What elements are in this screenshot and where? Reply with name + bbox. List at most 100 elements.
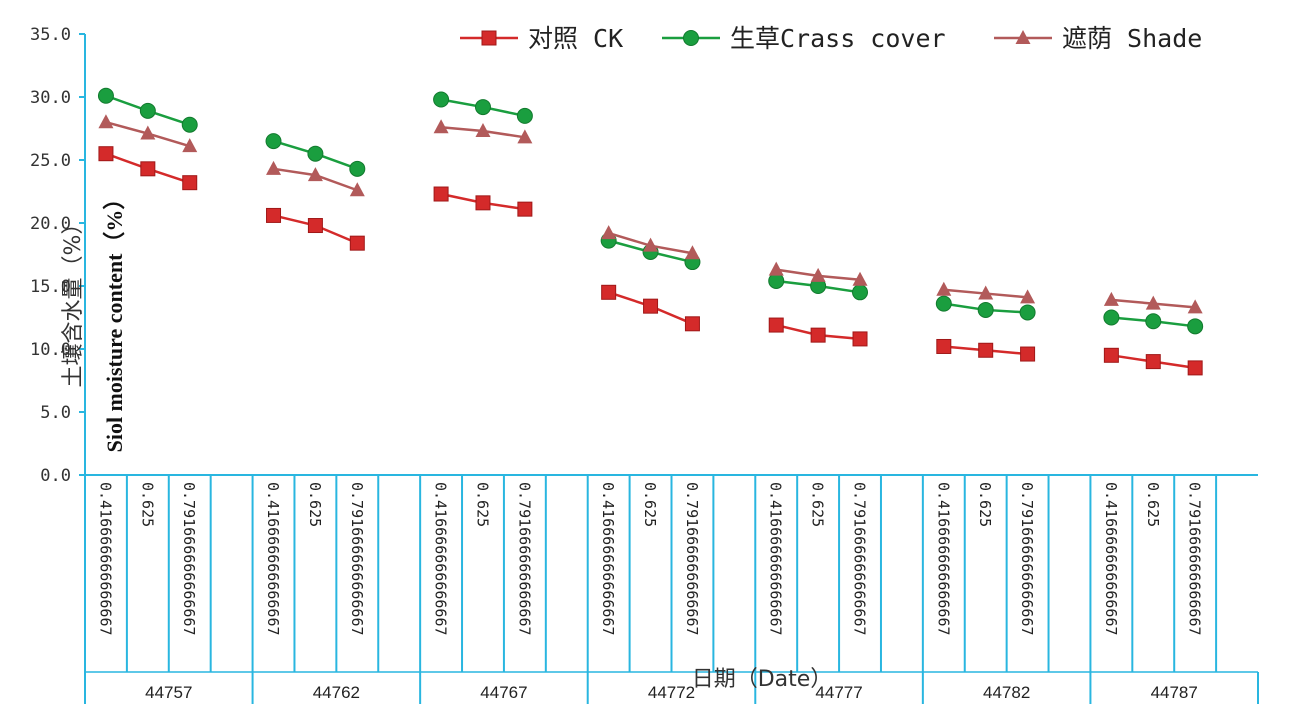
data-point <box>1020 346 1036 362</box>
data-point <box>768 272 785 289</box>
x-time-label: 0.416666666666667 <box>767 482 785 636</box>
y-tick-label: 30.0 <box>30 88 71 108</box>
data-point <box>433 186 449 202</box>
data-point <box>475 195 491 211</box>
data-point <box>643 237 659 252</box>
x-time-label: 0.791666666666667 <box>1186 482 1204 636</box>
data-point <box>1187 299 1203 314</box>
data-point <box>517 129 533 144</box>
data-point <box>265 133 282 150</box>
data-point <box>852 331 868 347</box>
data-point <box>474 99 491 116</box>
x-time-label: 0.416666666666667 <box>934 482 952 636</box>
data-point <box>139 102 156 119</box>
data-point <box>936 281 952 296</box>
data-point <box>349 235 365 251</box>
y-tick-label: 5.0 <box>40 403 71 423</box>
x-time-label: 0.416666666666667 <box>599 482 617 636</box>
legend-label: 生草Crass cover <box>730 24 946 53</box>
data-point <box>181 116 198 133</box>
data-point <box>517 201 533 217</box>
data-point <box>97 87 114 104</box>
x-time-label: 0.625 <box>641 482 659 527</box>
data-point <box>349 182 365 197</box>
data-point <box>1145 295 1161 310</box>
data-point <box>1103 309 1120 326</box>
y-tick-label: 35.0 <box>30 25 71 45</box>
x-date-label: 44772 <box>648 683 695 702</box>
data-point <box>140 161 156 177</box>
x-date-label: 44757 <box>145 683 192 702</box>
x-time-label: 0.625 <box>809 482 827 527</box>
data-point <box>1103 291 1119 306</box>
data-point <box>1145 354 1161 370</box>
x-time-label: 0.791666666666667 <box>683 482 701 636</box>
data-point <box>1019 304 1036 321</box>
x-time-label: 0.791666666666667 <box>1018 482 1036 636</box>
y-tick-label: 10.0 <box>30 340 71 360</box>
x-date-label: 44777 <box>815 683 862 702</box>
data-point <box>140 125 156 140</box>
x-time-label: 0.416666666666667 <box>1102 482 1120 636</box>
data-point <box>977 301 994 318</box>
x-date-label: 44787 <box>1151 683 1198 702</box>
legend-label: 对照 CK <box>528 24 623 53</box>
axis-layer: 0.05.010.015.020.025.030.035.00.41666666… <box>30 25 1259 704</box>
x-time-label: 0.625 <box>473 482 491 527</box>
data-point <box>1187 318 1204 335</box>
data-point <box>1103 347 1119 363</box>
data-point <box>516 107 533 124</box>
data-point <box>936 338 952 354</box>
x-date-label: 44762 <box>313 683 360 702</box>
data-point <box>601 284 617 300</box>
y-axis-title-en: Siol moisture content（%） <box>102 188 127 453</box>
data-point <box>684 316 700 332</box>
data-point <box>98 114 114 129</box>
y-tick-label: 15.0 <box>30 277 71 297</box>
label-layer: 土壤含水量（%） Siol moisture content（%） 日期（Dat… <box>61 188 832 692</box>
y-axis-title-cn: 土壤含水量（%） <box>61 213 86 388</box>
x-time-label: 0.625 <box>976 482 994 527</box>
data-point <box>768 261 784 276</box>
data-point <box>1145 313 1162 330</box>
x-time-label: 0.416666666666667 <box>264 482 282 636</box>
legend-label: 遮荫 Shade <box>1062 24 1202 53</box>
series-square <box>98 146 1203 376</box>
data-point <box>182 138 198 153</box>
series-layer <box>97 87 1204 376</box>
x-time-label: 0.625 <box>306 482 324 527</box>
x-time-label: 0.791666666666667 <box>348 482 366 636</box>
data-point <box>182 175 198 191</box>
data-point <box>768 317 784 333</box>
data-point <box>475 123 491 138</box>
legend-item: 对照 CK <box>460 24 623 53</box>
data-point <box>433 119 449 134</box>
data-point <box>601 225 617 240</box>
x-time-label: 0.416666666666667 <box>432 482 450 636</box>
x-date-label: 44767 <box>480 683 527 702</box>
x-time-label: 0.791666666666667 <box>180 482 198 636</box>
x-time-label: 0.416666666666667 <box>96 482 114 636</box>
data-point <box>978 285 994 300</box>
legend-marker <box>683 30 699 46</box>
data-point <box>810 327 826 343</box>
data-point <box>978 342 994 358</box>
legend: 对照 CK 生草Crass cover 遮荫 Shade <box>460 24 1202 53</box>
series-triangle <box>98 114 1203 314</box>
data-point <box>935 295 952 312</box>
data-point <box>266 207 282 223</box>
data-point <box>852 271 868 286</box>
data-point <box>1187 360 1203 376</box>
data-point <box>266 160 282 175</box>
x-date-label: 44782 <box>983 683 1030 702</box>
data-point <box>307 218 323 234</box>
legend-marker <box>1015 30 1031 44</box>
data-point <box>810 267 826 282</box>
data-point <box>684 245 700 260</box>
x-axis-title: 日期（Date） <box>692 667 833 692</box>
legend-item: 生草Crass cover <box>662 24 946 53</box>
data-point <box>307 145 324 162</box>
y-tick-label: 25.0 <box>30 151 71 171</box>
x-time-label: 0.791666666666667 <box>515 482 533 636</box>
